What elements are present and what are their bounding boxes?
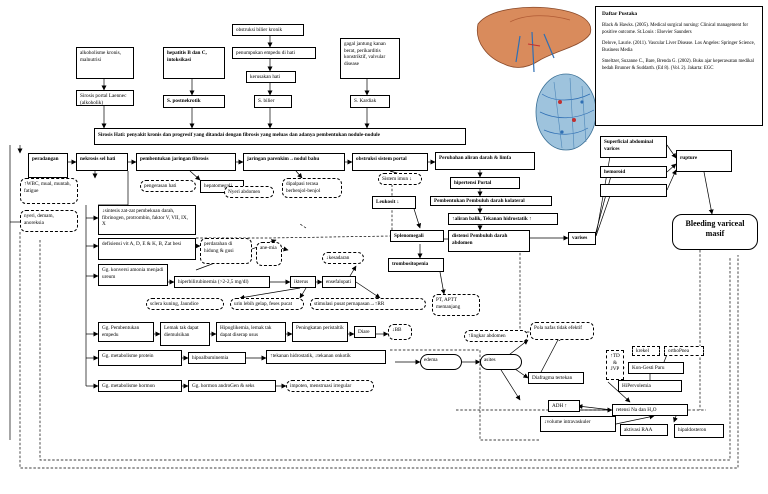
node-hemoroid: hemoroid [600,166,667,178]
node-penumpukan-empedu: penumpukan empedu di hati [232,47,316,59]
node-nyeri-demam: nyeri, demam, anoreksia [20,210,78,232]
node-orthopnea: orthoPnea [664,346,704,356]
node-diare: Diare [354,326,376,338]
node-pola-nafas: Pola nafas tidak efektif [530,322,594,340]
node-obstruksi-bilier: obstruksi bilier kronik [232,24,304,36]
node-krekel: krekel [632,346,660,356]
node-lemak: Lemak tak dapat diemulsikan [160,322,210,346]
node-varises: varises [568,232,596,245]
node-superficial-varices: Superficial abdominal varices [600,136,667,158]
node-peristaltik: Peningkatan peristaltik [292,322,348,342]
node-diafragma: Diafragma tertekan [528,372,584,384]
node-kerusakan-hati: kerusakan hati [246,71,296,83]
reference-heading: Daftar Pustaka [602,11,638,17]
node-stimulasi: stimulasi pusat pernapasan→↑RR [310,298,426,310]
node-ensefalopati: ensefalopati [322,276,356,288]
node-metabolisme-hormon: Gg. metabolisme hormon [98,380,182,392]
node-hipoalbuminemia: hipoalbuminemia [188,352,246,364]
node-sirosis-hati: Sirosis Hati: penyakit kronis dan progre… [94,128,466,145]
node-hiperbilirubinemia: hiperbilirubinemia (>2-2,5 mg/dl) [174,276,270,288]
node-s-kardiak: S. Kardiak [350,95,390,108]
node-perdarahan: perdarahan di hidung & gusi [200,238,252,264]
node-perubahan-aliran: Perubahan aliran darah & limfa [435,152,535,170]
node-nyeri-abdomen: Nyeri abdomen [224,186,274,198]
node-pengerasan-hati: pengerasan hati [140,180,196,192]
node-metabolisme-protein: Gg. metabolisme protein [98,350,182,366]
node-lingkar-abdomen: ↑lingkar abdomen [464,330,528,342]
node-obstruksi-portal: obstruksi sistem portal [352,153,428,171]
node-distensi: distensi Pembuluh darah abdomen [448,230,530,252]
reference-entry: Smeltzer, Suzanne C., Bare, Brenda G. (2… [602,58,754,71]
reference-list: Daftar Pustaka Black & Hawks. (2005). Me… [595,6,763,126]
liver-anatomy-illustration [476,6,597,151]
node-anemia: ane-mia [256,242,282,266]
node-peradangan: peradangan [28,153,68,178]
node-konversi-amonia: Gg. konversi amonia menjadi ureum [98,264,168,286]
node-hormon-androgen: Gg. hormon androGen & seks [188,380,276,392]
node-leukosit: Leukosit ↓ [372,196,416,209]
node-rupture: rupture [676,150,732,172]
node-wbc: ↑WBC, mual, muntah, fatigue [20,178,78,204]
node-hipoglikemia: Hipoglikemia, lemak tak dapat diserap us… [216,322,286,342]
node-sistem-imun: Sistem imun ↓ [378,173,422,185]
node-splenomegali: Splenomegali [390,230,444,242]
node-esophageal-varices [600,184,667,197]
node-jaringan-parenkim: jaringan parenkim→nodul bahu [243,153,345,171]
node-volume-intravaskuler: ↓volume intravaskuler [540,416,616,432]
node-alkoholisme: alkoholisme kronis, malnutrisi [76,47,134,79]
node-hipaldosteron: hipaldosteron [674,424,724,438]
node-hipertensi-portal: hipertensi Portal [450,177,520,189]
node-defisiensi: defisiensi vit A, D, E & K, B, Zat besi [98,238,196,260]
reference-entry: Delove, Laurie. (2011). Vascular Liver D… [602,40,755,53]
node-kesadaran: ↓kesadaran [322,252,364,264]
node-jaringan-fibrosis: pembentukan jaringan fibrosis [136,153,236,171]
node-sintesis: ↓sintesis zat-zat pembekuan darah, fibri… [98,205,196,235]
node-bb: ↓BB [388,324,412,340]
node-adh: ADH ↑ [548,400,580,412]
node-s-bilier: S. bilier [254,95,292,108]
node-ikterus: ikterus [290,276,316,288]
node-laennec: Sirosis portal Laennec (alkoholik) [76,90,134,106]
node-impoten: impoten, menstruasi irregular [286,380,374,392]
reference-entry: Black & Hawks. (2005). Medical surgical … [602,22,749,35]
node-dipalpasi: dipalpasi terasa berbenjol-benjol [282,178,342,198]
node-gagal-jantung: gagal jantung kanan berat, perikarditis … [340,38,400,79]
node-td-jvp: ↑TD & JVP [606,350,624,380]
node-asites: asites [480,354,522,370]
node-hepatitis: hepatitis B dan C, intoksikasi [163,47,225,79]
node-s-postnekrotik: S. postnekrotik [163,95,225,108]
node-sklera: sclera kuning, Jaundice [146,298,224,310]
node-onkotik: ↑tekanan hidrostatik, ↓tekanan onkotik [266,350,386,364]
node-trombositopenia: trombositopenia [388,258,444,272]
node-nekrosis-sel-hati: nekrosis sel hati [76,153,128,171]
node-hipervolemia: HiPervolemia [618,380,682,392]
node-aktivasi-raa: aktivasi RAA [620,424,668,436]
node-pembentukan-empedu: Gg. Pembentukan empedu [98,322,154,342]
node-aliran-balik: ↑aliran balik, Tekanan hidrostatik ↑ [448,213,558,225]
node-kongesti-paru: Kon-Gesti Paru [628,362,684,374]
node-urin: urin lebih gelap, feses pucat [230,298,304,310]
node-edema: edema [420,354,462,370]
node-kolateral: Pembentukan Pembuluh darah kolateral [430,196,552,206]
node-pt-aptt: PT, APTT memanjang [432,294,480,316]
node-retensi: retensi Na dan H₂O [612,404,688,416]
node-bleeding-variceal: Bleeding variceal masif [672,214,758,250]
